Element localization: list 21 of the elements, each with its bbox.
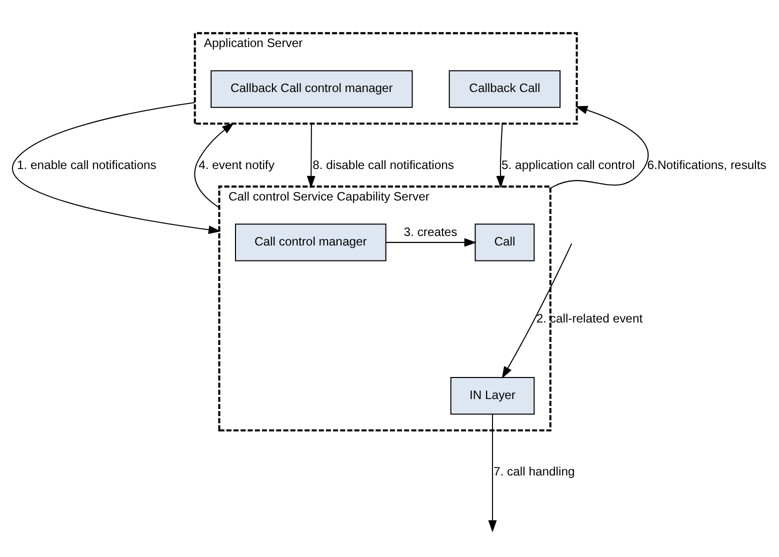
edge-label: 7. call handling <box>494 464 575 479</box>
edge-label: 4. event notify <box>198 158 274 172</box>
node-box: Call <box>474 224 535 262</box>
arrow <box>550 106 649 189</box>
edge-label: 8. disable call notifications <box>312 158 454 172</box>
edge-label: 5. application call control <box>502 158 635 172</box>
edge-label: 3. creates <box>404 224 458 239</box>
edge-label: 2. call-related event <box>536 311 643 326</box>
node-box: Call control manager <box>235 224 386 262</box>
arrow <box>194 122 234 208</box>
edge-label: 6.Notifications, results <box>647 158 766 172</box>
arrow <box>488 414 497 532</box>
node-box: Callback Call <box>448 70 561 108</box>
arrow <box>496 124 505 188</box>
arrow <box>306 124 316 188</box>
node-box: Callback Call control manager <box>210 70 413 108</box>
node-box: IN Layer <box>450 377 535 415</box>
edge-label: 1. enable call notifications <box>16 158 156 172</box>
arrow <box>386 238 477 247</box>
arrow <box>12 102 221 234</box>
arrow <box>502 243 572 379</box>
